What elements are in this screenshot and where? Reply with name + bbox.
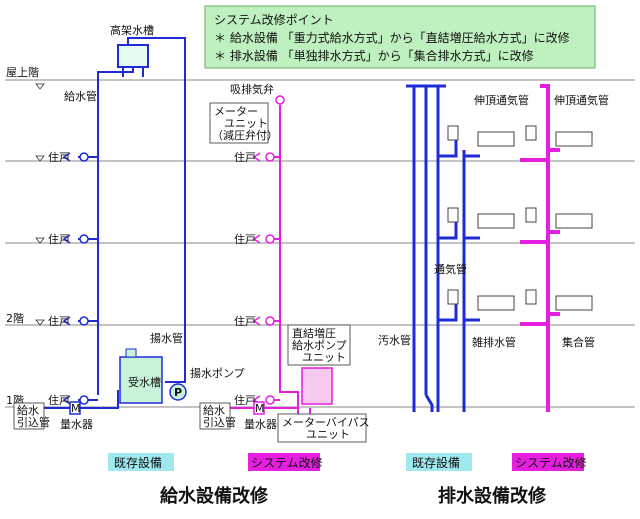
svg-text:システム改修: システム改修 xyxy=(515,455,587,470)
existing-meter-box: M xyxy=(69,401,81,415)
drain-caption: 排水設備改修 xyxy=(438,485,547,507)
svg-text:引込管: 引込管 xyxy=(203,415,236,429)
svg-text:システム改修: システム改修 xyxy=(251,455,323,470)
meter-icon xyxy=(79,316,89,326)
svg-text:ユニット: ユニット xyxy=(224,117,268,130)
svg-text:M: M xyxy=(255,402,265,415)
booster-pump-unit xyxy=(301,367,333,405)
meter-unit-icon xyxy=(265,234,275,244)
svg-text:ユニット: ユニット xyxy=(306,428,350,441)
dwelling-label-new: 住戸 xyxy=(234,232,256,246)
svg-text:引込管: 引込管 xyxy=(17,415,50,429)
svg-text:ユニット: ユニット xyxy=(302,351,346,364)
svg-text:（減圧弁付）: （減圧弁付） xyxy=(212,128,278,142)
svg-text:既存設備: 既存設備 xyxy=(412,455,460,470)
svg-text:M: M xyxy=(71,402,81,415)
notice-line-water: ＊ 給水設備 「重力式給水方式」から「直結増圧給水方式」に改修 xyxy=(214,30,570,45)
badge-existing-water: 既存設備 xyxy=(108,453,174,471)
floor-markers: 屋上階 2階 1階 xyxy=(6,65,45,407)
svg-text:給水: 給水 xyxy=(203,403,225,417)
level-mark-icon xyxy=(35,319,45,326)
svg-text:既存設備: 既存設備 xyxy=(114,455,162,470)
meter-unit-icon xyxy=(265,395,275,405)
existing-drain-system xyxy=(406,84,480,412)
existing-water-system xyxy=(40,37,186,409)
svg-text:給水: 給水 xyxy=(17,403,39,417)
renovation-points-box: システム改修ポイント ＊ 給水設備 「重力式給水方式」から「直結増圧給水方式」に… xyxy=(204,5,596,69)
pump-icon xyxy=(169,383,187,401)
svg-text:給水ポンプ: 給水ポンプ xyxy=(292,338,347,352)
level-mark-icon xyxy=(35,83,45,90)
dwelling-label-new: 住戸 xyxy=(234,393,256,407)
svg-text:メーター: メーター xyxy=(214,105,258,118)
dwelling-label-new: 住戸 xyxy=(234,150,256,164)
soil-pipe-label: 汚水管 xyxy=(378,333,411,347)
new-meters xyxy=(252,95,285,405)
meter-icon xyxy=(79,395,89,405)
svg-text:メーターバイパス: メーターバイパス xyxy=(282,416,370,429)
collective-pipe-label: 集合管 xyxy=(562,335,595,349)
dwelling-label: 住戸 xyxy=(48,150,70,164)
existing-service-pipe-label: 給水 引込管 xyxy=(13,402,50,430)
floor-label-roof: 屋上階 xyxy=(6,65,39,79)
elevated-tank-label: 高架水槽 xyxy=(110,23,154,37)
badge-new-water: システム改修 xyxy=(248,453,323,471)
meter-unit-label: メーター ユニット （減圧弁付） xyxy=(209,102,278,144)
notice-line-drain: ＊ 排水設備 「単独排水方式」から「集合排水方式」に改修 xyxy=(214,48,534,63)
new-meter-label: 量水器 xyxy=(244,418,277,431)
vent-label: 通気管 xyxy=(434,262,467,276)
svg-text:直結増圧: 直結増圧 xyxy=(292,326,336,340)
bypass-label: メーターバイパス ユニット xyxy=(277,413,370,443)
new-meter-box: M xyxy=(253,401,265,415)
notice-title: システム改修ポイント xyxy=(214,12,334,27)
new-fixtures xyxy=(525,125,593,311)
misc-drain-label: 雑排水管 xyxy=(472,335,516,349)
meter-unit-icon xyxy=(265,316,275,326)
pump-label: 揚水ポンプ xyxy=(190,367,245,380)
receiving-tank: 受水槽 xyxy=(119,348,163,404)
vent-pipe-label-new: 伸頂通気管 xyxy=(554,93,609,107)
meter-icon xyxy=(79,152,89,162)
lifting-pipe-label: 揚水管 xyxy=(150,331,183,345)
existing-meter-label: 量水器 xyxy=(60,418,93,431)
badge-new-drain: システム改修 xyxy=(512,453,587,471)
new-drain-system xyxy=(520,84,560,412)
new-service-pipe-label: 給水 引込管 xyxy=(199,402,236,430)
meter-unit-icon xyxy=(265,152,275,162)
dwelling-label: 住戸 xyxy=(48,232,70,246)
elevated-tank xyxy=(117,44,149,68)
existing-meters xyxy=(62,152,89,405)
vent-pipe-label-existing: 伸頂通気管 xyxy=(474,93,529,107)
supply-pipe-label: 給水管 xyxy=(64,89,97,103)
svg-text:受水槽: 受水槽 xyxy=(128,376,161,389)
level-mark-icon xyxy=(35,155,45,162)
dwelling-label-new: 住戸 xyxy=(234,314,256,328)
booster-label: 直結増圧 給水ポンプ ユニット xyxy=(287,324,351,366)
lift-pump: P xyxy=(169,383,187,401)
air-valve-icon xyxy=(275,95,285,105)
level-mark-icon xyxy=(35,237,45,244)
floor-label-2f: 2階 xyxy=(6,311,24,325)
badge-existing-drain: 既存設備 xyxy=(406,453,472,471)
existing-fixtures xyxy=(447,125,515,311)
svg-text:P: P xyxy=(174,386,182,399)
dwelling-label: 住戸 xyxy=(48,393,70,407)
meter-icon xyxy=(79,234,89,244)
dwelling-label: 住戸 xyxy=(48,314,70,328)
water-caption: 給水設備改修 xyxy=(160,485,269,507)
air-valve-label: 吸排気弁 xyxy=(230,82,274,96)
